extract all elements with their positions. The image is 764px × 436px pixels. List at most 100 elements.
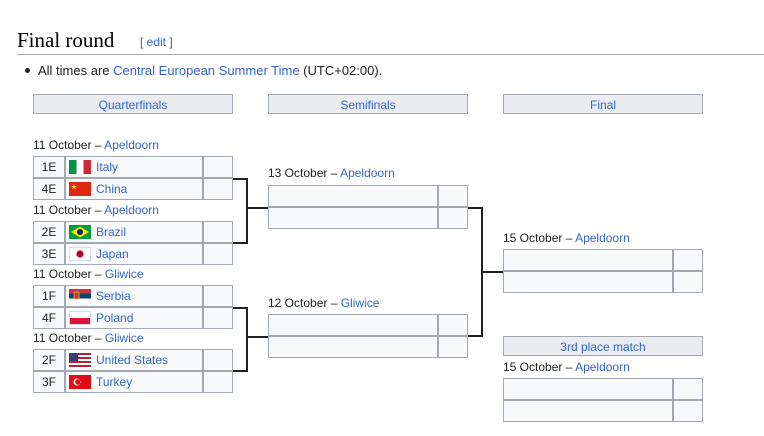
- team-cell: Japan: [65, 243, 203, 265]
- dash: –: [562, 231, 576, 245]
- china-flag-icon: [69, 181, 91, 196]
- round-header-final[interactable]: Final: [503, 94, 703, 114]
- seed: 2F: [33, 349, 65, 371]
- team-cell: Serbia: [65, 285, 203, 307]
- timezone-note: All times are Central European Summer Ti…: [25, 63, 382, 78]
- japan-flag-icon: [69, 246, 91, 261]
- score: [673, 249, 703, 271]
- seed: 1E: [33, 156, 65, 178]
- score: [438, 207, 468, 229]
- team-cell: United States: [65, 349, 203, 371]
- italy-flag-icon: [69, 159, 91, 174]
- score: [438, 314, 468, 336]
- team-link[interactable]: Serbia: [96, 289, 131, 303]
- dash: –: [91, 203, 105, 217]
- dash: –: [91, 267, 105, 281]
- score: [203, 243, 233, 265]
- venue-link[interactable]: Apeldoorn: [340, 166, 395, 180]
- seed: 3E: [33, 243, 65, 265]
- match-date: 15 October: [503, 360, 563, 374]
- score: [673, 271, 703, 293]
- qf3-label: 11 October – Gliwice: [33, 267, 144, 281]
- venue-link[interactable]: Gliwice: [104, 267, 144, 281]
- score: [203, 156, 233, 178]
- seed: 4F: [33, 307, 65, 329]
- team-cell: [503, 271, 673, 293]
- team-cell: [503, 249, 673, 271]
- serbia-flag-icon: [69, 288, 91, 303]
- match-date: 11 October: [33, 267, 92, 281]
- team-link[interactable]: Italy: [96, 160, 119, 174]
- bracket-line: [233, 242, 247, 244]
- usa-flag-icon: [69, 352, 91, 367]
- dash: –: [562, 360, 576, 374]
- brazil-flag-icon: [69, 224, 91, 239]
- sf1-label: 13 October – Apeldoorn: [268, 166, 395, 180]
- section-heading: Final round [ edit ]: [17, 27, 764, 55]
- score: [203, 349, 233, 371]
- edit-bracket-close: ]: [166, 35, 173, 49]
- note-prefix: All times are: [38, 63, 114, 78]
- seed: 1F: [33, 285, 65, 307]
- dash: –: [327, 296, 341, 310]
- match-date: 11 October: [33, 138, 92, 152]
- dash: –: [91, 331, 105, 345]
- team-cell: Poland: [65, 307, 203, 329]
- dash: –: [91, 138, 105, 152]
- bracket-line: [481, 271, 503, 273]
- seed: 3F: [33, 371, 65, 393]
- score: [203, 307, 233, 329]
- score: [673, 400, 703, 422]
- venue-link[interactable]: Apeldoorn: [575, 360, 630, 374]
- sf2-label: 12 October – Gliwice: [268, 296, 379, 310]
- venue-link[interactable]: Gliwice: [340, 296, 380, 310]
- team-cell: China: [65, 178, 203, 200]
- section-title: Final round: [17, 28, 115, 52]
- turkey-flag-icon: [69, 374, 91, 389]
- final-label: 15 October – Apeldoorn: [503, 231, 630, 245]
- venue-link[interactable]: Apeldoorn: [104, 203, 159, 217]
- team-link[interactable]: Japan: [96, 247, 129, 261]
- bracket-line: [468, 207, 482, 209]
- bracket-line: [233, 307, 247, 309]
- round-header-third-place[interactable]: 3rd place match: [503, 336, 703, 356]
- team-cell: [268, 207, 438, 229]
- bracket-line: [233, 370, 247, 372]
- venue-link[interactable]: Apeldoorn: [104, 138, 159, 152]
- team-link[interactable]: Turkey: [96, 375, 133, 389]
- team-link[interactable]: China: [96, 182, 128, 196]
- qf2-label: 11 October – Apeldoorn: [33, 203, 159, 217]
- round-header-semifinals[interactable]: Semifinals: [268, 94, 468, 114]
- score: [673, 378, 703, 400]
- bracket-line: [246, 336, 268, 338]
- timezone-link[interactable]: Central European Summer Time: [113, 63, 300, 78]
- team-cell: [503, 400, 673, 422]
- score: [203, 285, 233, 307]
- edit-link[interactable]: edit: [146, 35, 167, 49]
- team-link[interactable]: Brazil: [96, 225, 127, 239]
- round-header-quarterfinals[interactable]: Quarterfinals: [33, 94, 233, 114]
- bracket-line: [468, 335, 482, 337]
- seed: 2E: [33, 221, 65, 243]
- note-suffix: (UTC+02:00).: [299, 63, 383, 78]
- bullet-icon: [25, 68, 30, 74]
- score: [203, 221, 233, 243]
- dash: –: [327, 166, 341, 180]
- score: [203, 371, 233, 393]
- bracket-line: [246, 207, 268, 209]
- edit-section: [ edit ]: [140, 35, 173, 49]
- team-cell: [268, 185, 438, 207]
- venue-link[interactable]: Apeldoorn: [575, 231, 630, 245]
- team-link[interactable]: United States: [96, 353, 169, 367]
- match-date: 11 October: [33, 331, 92, 345]
- score: [438, 185, 468, 207]
- seed: 4E: [33, 178, 65, 200]
- poland-flag-icon: [69, 310, 91, 325]
- team-cell: [503, 378, 673, 400]
- score: [438, 336, 468, 358]
- team-link[interactable]: Poland: [96, 311, 134, 325]
- qf1-label: 11 October – Apeldoorn: [33, 138, 159, 152]
- venue-link[interactable]: Gliwice: [104, 331, 144, 345]
- third-label: 15 October – Apeldoorn: [503, 360, 630, 374]
- team-cell: Brazil: [65, 221, 203, 243]
